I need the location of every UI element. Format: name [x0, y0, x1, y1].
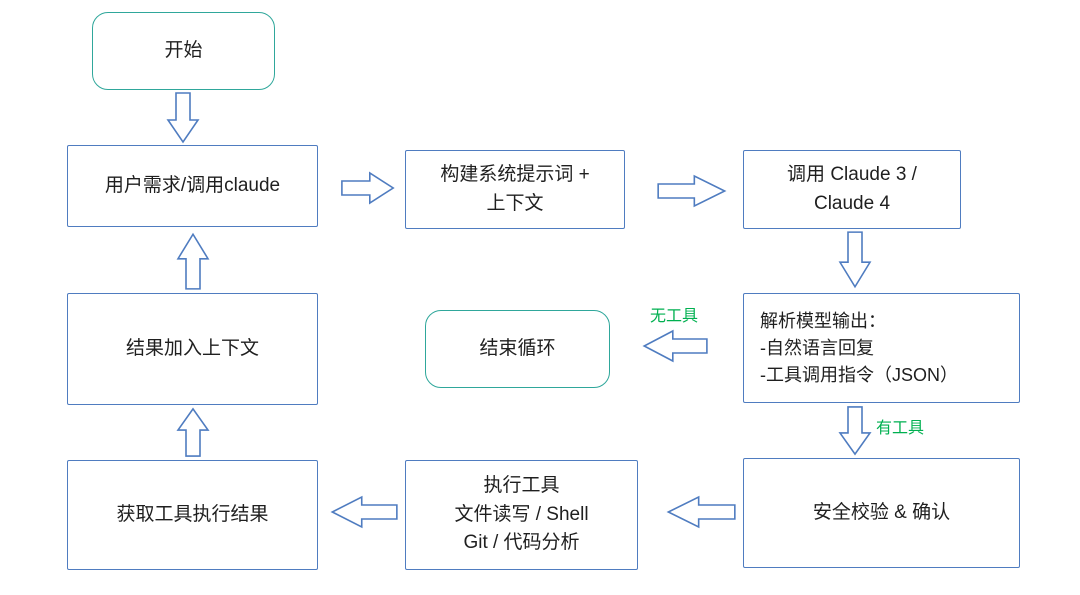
arrow-start-to-user-request	[166, 92, 200, 144]
arrow-execute-tool-to-get-result	[330, 496, 398, 528]
arrow-parse-output-to-end-loop	[642, 330, 708, 362]
node-call-claude-line2: Claude 4	[813, 192, 891, 214]
node-append-context-label: 结果加入上下文	[125, 337, 259, 359]
node-parse-output-line1: 解析模型输出：	[760, 310, 886, 331]
node-safety-check-label: 安全校验 & 确认	[812, 501, 951, 523]
edge-label-no-tool: 无工具	[650, 308, 699, 325]
edge-label-has-tool: 有工具	[876, 420, 925, 437]
node-build-prompt: 构建系统提示词 + 上下文	[405, 150, 625, 229]
node-build-prompt-line2: 上下文	[486, 192, 544, 214]
node-user-request: 用户需求/调用claude	[67, 145, 318, 227]
node-start-label: 开始	[164, 39, 203, 61]
node-get-result: 获取工具执行结果	[67, 460, 318, 570]
node-execute-tool: 执行工具 文件读写 / Shell Git / 代码分析	[405, 460, 638, 570]
node-call-claude-line1: 调用 Claude 3 /	[787, 164, 917, 185]
node-safety-check: 安全校验 & 确认	[743, 458, 1020, 568]
arrow-call-claude-to-parse-output	[838, 231, 872, 289]
node-execute-tool-line3: Git / 代码分析	[463, 532, 580, 554]
node-execute-tool-line2: 文件读写 / Shell	[454, 503, 589, 525]
arrow-append-context-to-user-request	[176, 232, 210, 290]
arrow-get-result-to-append-context	[176, 407, 210, 457]
node-end-loop-label: 结束循环	[479, 337, 556, 359]
node-parse-output: 解析模型输出： -自然语言回复 -工具调用指令（JSON）	[743, 293, 1020, 403]
node-parse-output-line3: -工具调用指令（JSON）	[760, 364, 958, 385]
node-start: 开始	[92, 12, 275, 90]
node-get-result-label: 获取工具执行结果	[116, 503, 269, 525]
node-append-context: 结果加入上下文	[67, 293, 318, 405]
node-call-claude: 调用 Claude 3 / Claude 4	[743, 150, 961, 229]
arrow-user-request-to-build-prompt	[341, 172, 395, 204]
arrow-build-prompt-to-call-claude	[657, 175, 727, 207]
node-end-loop: 结束循环	[425, 310, 610, 388]
node-build-prompt-line1: 构建系统提示词 +	[440, 164, 590, 185]
node-execute-tool-line1: 执行工具	[483, 475, 560, 497]
arrow-safety-check-to-execute-tool	[666, 496, 736, 528]
node-user-request-label: 用户需求/调用claude	[104, 174, 281, 196]
node-parse-output-line2: -自然语言回复	[760, 337, 874, 358]
arrow-parse-output-to-safety-check	[838, 406, 872, 456]
